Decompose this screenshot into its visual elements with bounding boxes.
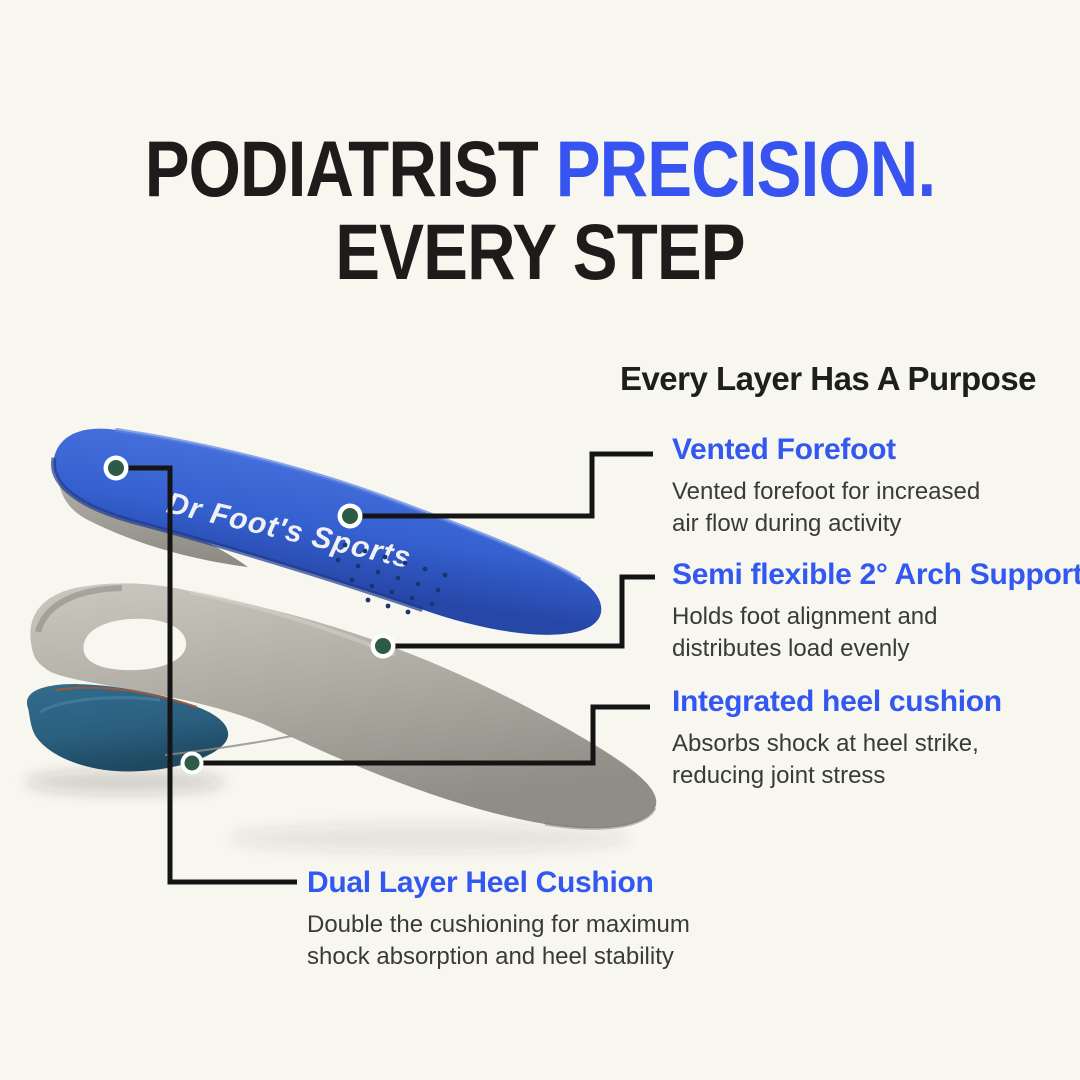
- title-black: PODIATRIST: [144, 124, 539, 213]
- callout-description: Absorbs shock at heel strike, reducing j…: [672, 730, 979, 789]
- title-accent: PRECISION.: [555, 124, 936, 213]
- callout-description: Holds foot alignment and distributes loa…: [672, 603, 938, 662]
- title-line-2: EVERY STEP: [335, 206, 745, 296]
- callout-arch-support: Semi flexible 2° Arch Support Holds foot…: [672, 558, 1080, 664]
- page-title: PODIATRIST PRECISION. EVERY STEP: [0, 127, 1080, 296]
- callout-heading: Vented Forefoot: [672, 433, 896, 466]
- callout-dual-layer-heel: Dual Layer Heel Cushion Double the cushi…: [307, 866, 727, 972]
- connector-arch-support: [383, 574, 655, 649]
- callout-integrated-heel: Integrated heel cushion Absorbs shock at…: [672, 685, 1072, 791]
- callout-description: Double the cushioning for maximum shock …: [307, 911, 690, 970]
- callout-heading: Dual Layer Heel Cushion: [307, 866, 654, 899]
- callout-vented-forefoot: Vented Forefoot Vented forefoot for incr…: [672, 433, 1072, 539]
- connector-vented-forefoot: [350, 451, 653, 519]
- callout-connectors: [116, 451, 655, 885]
- callout-description: Vented forefoot for increased air flow d…: [672, 478, 981, 537]
- callout-heading: Integrated heel cushion: [672, 685, 1002, 718]
- heel-cushion-layer: [26, 684, 229, 772]
- marker-arch-support: [370, 633, 396, 659]
- connector-dual-layer-heel: [116, 465, 297, 885]
- callout-markers: [103, 455, 396, 775]
- vent-holes: [335, 542, 448, 615]
- shadow: [25, 770, 630, 852]
- connector-integrated-heel: [192, 704, 650, 766]
- marker-integrated-heel: [180, 751, 204, 775]
- callout-heading: Semi flexible 2° Arch Support: [672, 558, 1080, 591]
- marker-dual-layer-heel: [103, 455, 129, 481]
- section-heading: Every Layer Has A Purpose: [619, 360, 1037, 397]
- title-line-1: PODIATRIST PRECISION.: [81, 127, 999, 211]
- marker-vented-forefoot: [337, 503, 363, 529]
